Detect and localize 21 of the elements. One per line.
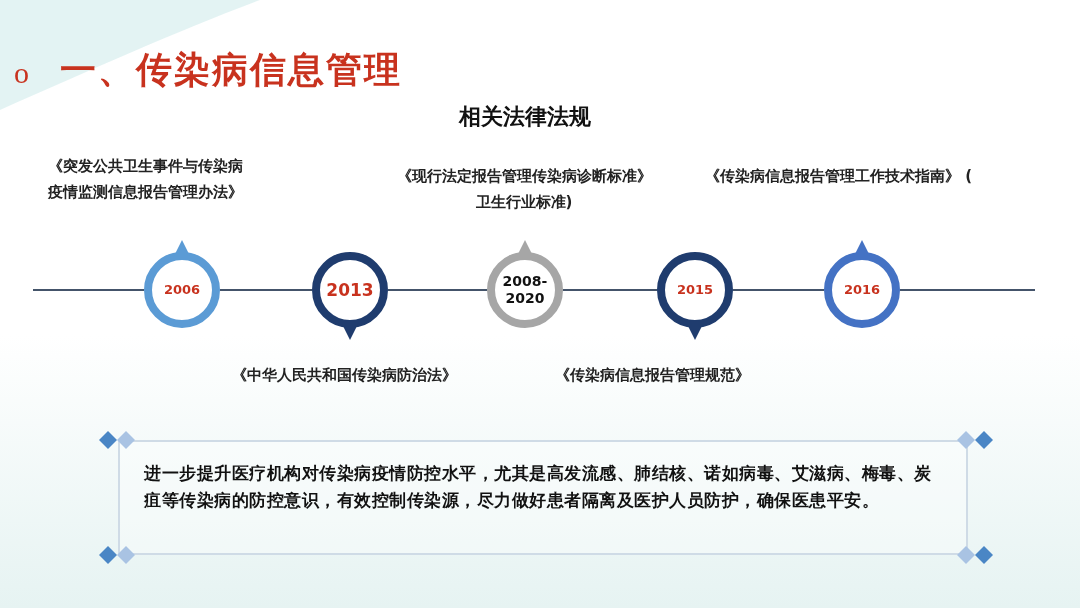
- law-title: 《现行法定报告管理传染病诊断标准》卫生行业标准): [395, 166, 653, 214]
- year-label: 2013: [325, 279, 375, 301]
- timeline-line: [899, 289, 1036, 291]
- timeline-line: [32, 289, 145, 291]
- law-title: 《突发公共卫生事件与传染病疫情监测信息报告管理办法》: [46, 156, 244, 204]
- year-label: 2016: [842, 282, 882, 298]
- subtitle: 相关法律法规: [457, 103, 592, 131]
- summary-panel: [118, 440, 968, 555]
- timeline-line: [219, 289, 313, 291]
- year-label: 2008-2020: [501, 273, 549, 307]
- year-label: 2015: [675, 282, 715, 298]
- bullet: o: [14, 58, 29, 88]
- law-title: 《传染病信息报告管理规范》: [555, 365, 751, 386]
- slide-title: 一、传染病信息管理: [60, 50, 402, 90]
- timeline-line: [732, 289, 825, 291]
- law-title: 《中华人民共和国传染病防治法》: [232, 365, 458, 386]
- timeline-line: [562, 289, 658, 291]
- summary-text: 进一步提升医疗机构对传染病疫情防控水平，尤其是高发流感、肺结核、诺如病毒、艾滋病、梅毒、炭疽等传染病的防控意识，有效控制传染源，尽力做好患者隔离及医护人员防护，确保医患平安。: [144, 463, 933, 513]
- law-title: 《传染病信息报告管理工作技术指南》 (: [705, 166, 974, 187]
- timeline-line: [387, 289, 488, 291]
- year-label: 2006: [162, 282, 202, 298]
